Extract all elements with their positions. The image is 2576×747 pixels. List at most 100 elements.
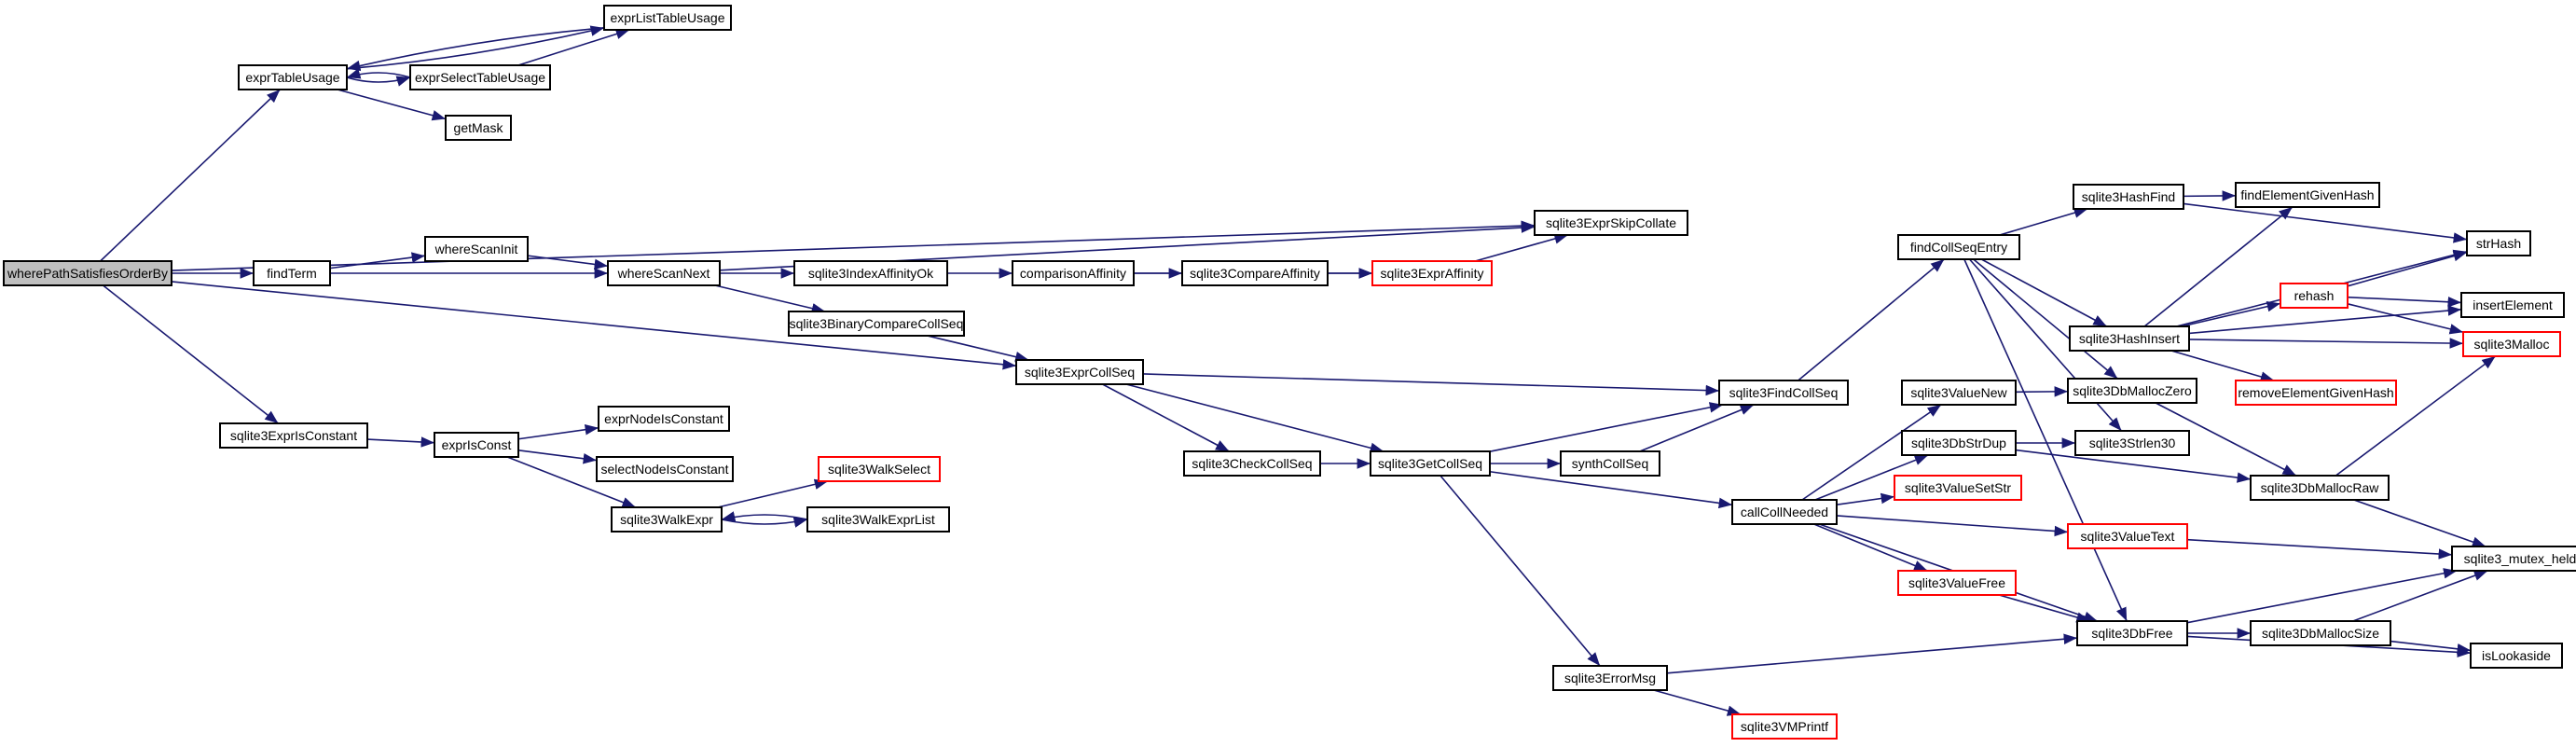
edge-expr-table-usage-to-get-mask [337, 89, 447, 121]
node-sqlite3-walk-expr[interactable]: sqlite3WalkExpr [611, 506, 723, 533]
node-label: removeElementGivenHash [2238, 385, 2393, 400]
node-box [1560, 450, 1660, 477]
node-label: sqlite3DbMallocZero [2073, 383, 2192, 398]
node-box [3, 260, 172, 286]
node-box [434, 432, 519, 458]
node-sqlite3-value-text[interactable]: sqlite3ValueText [2067, 523, 2188, 549]
edge-rehash-to-sqlite3-malloc [2347, 303, 2464, 335]
node-sqlite3-check-coll-seq[interactable]: sqlite3CheckCollSeq [1183, 450, 1321, 477]
node-expr-is-const[interactable]: exprIsConst [434, 432, 519, 458]
node-sqlite3-binary-compare-coll-seq[interactable]: sqlite3BinaryCompareCollSeq [788, 311, 965, 337]
node-expr-node-is-constant[interactable]: exprNodeIsConstant [598, 406, 730, 432]
node-label: exprListTableUsage [611, 10, 725, 25]
edge-sqlite3-db-malloc-size-to-sqlite3-mutex-held [2352, 570, 2488, 622]
node-label: insertElement [2473, 297, 2553, 312]
node-box [1718, 380, 1849, 406]
node-box [1897, 570, 2017, 596]
node-box [2067, 523, 2188, 549]
node-sqlite3-expr-is-constant[interactable]: sqlite3ExprIsConstant [219, 422, 368, 449]
node-comparison-affinity[interactable]: comparisonAffinity [1012, 260, 1135, 286]
node-sqlite3-expr-coll-seq[interactable]: sqlite3ExprCollSeq [1015, 359, 1144, 385]
node-insert-element[interactable]: insertElement [2460, 292, 2565, 318]
node-sqlite3-expr-affinity[interactable]: sqlite3ExprAffinity [1371, 260, 1493, 286]
node-is-lookaside[interactable]: isLookaside [2470, 643, 2563, 669]
node-sqlite3-value-new[interactable]: sqlite3ValueNew [1901, 380, 2017, 406]
node-sqlite3-db-str-dup[interactable]: sqlite3DbStrDup [1901, 430, 2017, 456]
node-label: sqlite3ValueSetStr [1905, 480, 2011, 495]
node-sqlite3-compare-affinity[interactable]: sqlite3CompareAffinity [1181, 260, 1329, 286]
node-sqlite3-walk-select[interactable]: sqlite3WalkSelect [818, 456, 941, 482]
node-remove-element-given-hash[interactable]: removeElementGivenHash [2235, 380, 2397, 406]
node-call-coll-needed[interactable]: callCollNeeded [1731, 499, 1838, 525]
node-synth-coll-seq[interactable]: synthCollSeq [1560, 450, 1660, 477]
node-sqlite3-db-malloc-raw[interactable]: sqlite3DbMallocRaw [2250, 475, 2390, 501]
node-label: sqlite3BinaryCompareCollSeq [790, 316, 964, 331]
node-box [2250, 620, 2391, 646]
node-box [1894, 475, 2022, 501]
node-sqlite3-db-malloc-size[interactable]: sqlite3DbMallocSize [2250, 620, 2391, 646]
node-expr-list-table-usage[interactable]: exprListTableUsage [603, 5, 732, 31]
node-sqlite3-walk-expr-list[interactable]: sqlite3WalkExprList [806, 506, 950, 533]
node-where-scan-init[interactable]: whereScanInit [424, 236, 529, 262]
edge-sqlite3-hash-insert-to-sqlite3-malloc [2188, 338, 2464, 349]
node-box [2076, 620, 2188, 646]
node-box [1370, 450, 1491, 477]
edge-sqlite3-walk-expr-list-to-sqlite3-walk-expr [721, 511, 808, 522]
node-sqlite3-hash-insert[interactable]: sqlite3HashInsert [2069, 325, 2190, 352]
node-sqlite3-expr-skip-collate[interactable]: sqlite3ExprSkipCollate [1534, 210, 1688, 236]
node-rehash[interactable]: rehash [2280, 283, 2349, 309]
node-sqlite3-index-affinity-ok[interactable]: sqlite3IndexAffinityOk [793, 260, 948, 286]
edge-find-coll-seq-entry-to-sqlite3-hash-insert [1980, 258, 2108, 327]
node-sqlite3-value-free[interactable]: sqlite3ValueFree [1897, 570, 2017, 596]
node-label: sqlite3Strlen30 [2089, 436, 2176, 450]
edge-root-to-sqlite3-expr-skip-collate [171, 220, 1536, 271]
node-box [2466, 230, 2531, 256]
edge-expr-is-const-to-sqlite3-walk-expr [506, 456, 637, 508]
node-sqlite3-vmprintf[interactable]: sqlite3VMPrintf [1731, 713, 1838, 740]
node-expr-select-table-usage[interactable]: exprSelectTableUsage [409, 64, 551, 90]
node-root[interactable]: wherePathSatisfiesOrderBy [3, 260, 172, 286]
node-sqlite3-malloc[interactable]: sqlite3Malloc [2462, 331, 2561, 357]
node-sqlite3-value-set-str[interactable]: sqlite3ValueSetStr [1894, 475, 2022, 501]
node-box [2460, 292, 2565, 318]
edge-sqlite3-value-text-to-sqlite3-mutex-held [2186, 538, 2453, 560]
node-box [238, 64, 348, 90]
node-label: sqlite3DbMallocSize [2262, 626, 2379, 641]
node-box [1552, 665, 1668, 691]
node-box [1731, 713, 1838, 740]
node-sqlite3-get-coll-seq[interactable]: sqlite3GetCollSeq [1370, 450, 1491, 477]
edge-sqlite3-binary-compare-coll-seq-to-sqlite3-expr-coll-seq [927, 335, 1029, 363]
node-select-node-is-constant[interactable]: selectNodeIsConstant [596, 456, 734, 482]
node-sqlite3-mutex-held[interactable]: sqlite3_mutex_held [2451, 546, 2576, 572]
node-box [2470, 643, 2563, 669]
edge-where-scan-init-to-where-scan-next [527, 255, 609, 270]
node-sqlite3-db-malloc-zero[interactable]: sqlite3DbMallocZero [2067, 378, 2197, 404]
edge-rehash-to-str-hash [2347, 250, 2468, 287]
node-find-coll-seq-entry[interactable]: findCollSeqEntry [1897, 234, 2020, 260]
node-box [253, 260, 331, 286]
edge-expr-select-table-usage-to-expr-table-usage [346, 68, 411, 79]
edge-find-coll-seq-entry-to-sqlite3-db-malloc-zero [1973, 258, 2118, 380]
node-find-element-given-hash[interactable]: findElementGivenHash [2235, 182, 2380, 208]
node-sqlite3-hash-find[interactable]: sqlite3HashFind [2073, 184, 2184, 210]
node-str-hash[interactable]: strHash [2466, 230, 2531, 256]
node-where-scan-next[interactable]: whereScanNext [607, 260, 721, 286]
node-box [1731, 499, 1838, 525]
edge-sqlite3-hash-insert-to-remove-element-given-hash [2170, 350, 2275, 382]
node-label: sqlite3ValueFree [1908, 575, 2005, 590]
edge-synth-coll-seq-to-sqlite3-find-coll-seq [1639, 404, 1755, 452]
node-expr-table-usage[interactable]: exprTableUsage [238, 64, 348, 90]
edge-sqlite3-error-msg-to-sqlite3-vmprintf [1653, 689, 1742, 716]
node-sqlite3-error-msg[interactable]: sqlite3ErrorMsg [1552, 665, 1668, 691]
node-box [2235, 182, 2380, 208]
node-box [1534, 210, 1688, 236]
edge-expr-table-usage-to-expr-select-table-usage [346, 76, 411, 87]
node-label: sqlite3Malloc [2474, 337, 2550, 352]
node-find-term[interactable]: findTerm [253, 260, 331, 286]
node-label: sqlite3ExprCollSeq [1025, 365, 1135, 380]
node-sqlite3-db-free[interactable]: sqlite3DbFree [2076, 620, 2188, 646]
node-sqlite3-strlen30[interactable]: sqlite3Strlen30 [2074, 430, 2190, 456]
node-sqlite3-find-coll-seq[interactable]: sqlite3FindCollSeq [1718, 380, 1849, 406]
node-get-mask[interactable]: getMask [445, 115, 512, 141]
edge-sqlite3-value-new-to-sqlite3-db-malloc-zero [2015, 386, 2069, 397]
